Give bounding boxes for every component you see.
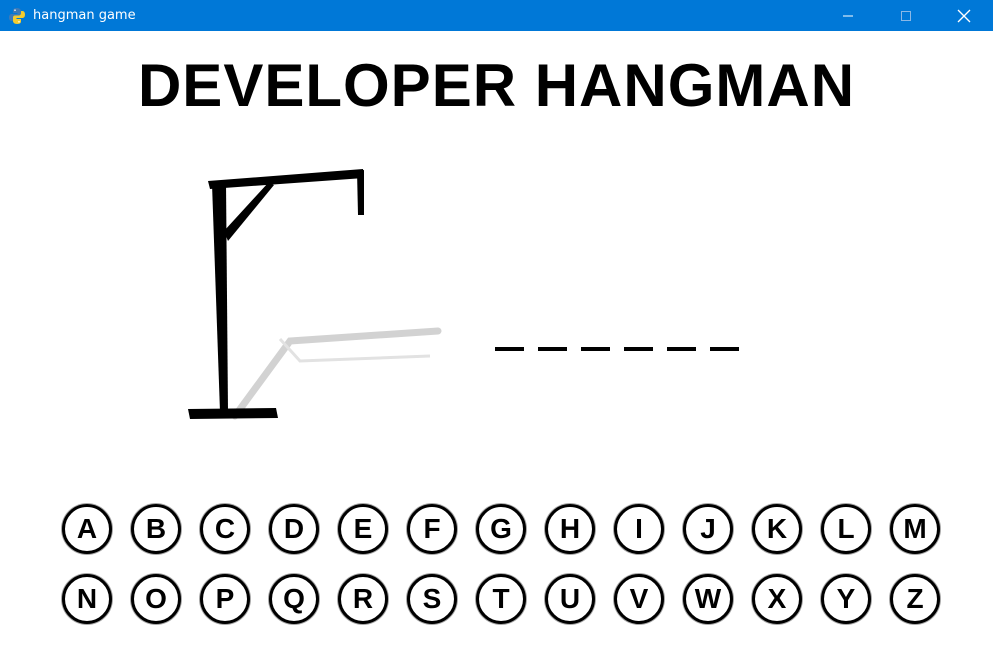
letter-row-1: A B C D E F G H I J K L M <box>62 504 942 556</box>
letter-button-o[interactable]: O <box>131 574 181 624</box>
letter-button-p[interactable]: P <box>200 574 250 624</box>
letter-button-c[interactable]: C <box>200 504 250 554</box>
letter-button-e[interactable]: E <box>338 504 388 554</box>
letter-slot <box>710 311 739 351</box>
letter-button-v[interactable]: V <box>614 574 664 624</box>
letter-row-2: N O P Q R S T U V W X Y Z <box>62 574 942 626</box>
close-icon <box>957 9 971 22</box>
letter-slot <box>581 311 610 351</box>
letter-button-y[interactable]: Y <box>821 574 871 624</box>
letter-slot <box>667 311 696 351</box>
letter-button-s[interactable]: S <box>407 574 457 624</box>
letter-button-i[interactable]: I <box>614 504 664 554</box>
letter-slot <box>538 311 567 351</box>
minimize-button[interactable] <box>819 0 877 31</box>
letter-button-q[interactable]: Q <box>269 574 319 624</box>
close-button[interactable] <box>935 0 993 31</box>
letter-button-r[interactable]: R <box>338 574 388 624</box>
letter-button-n[interactable]: N <box>62 574 112 624</box>
window-controls <box>819 0 993 31</box>
maximize-icon <box>901 10 911 21</box>
letter-button-m[interactable]: M <box>890 504 940 554</box>
game-title: DEVELOPER HANGMAN <box>137 52 856 119</box>
letter-button-j[interactable]: J <box>683 504 733 554</box>
letter-button-g[interactable]: G <box>476 504 526 554</box>
python-icon <box>9 7 25 24</box>
letter-button-b[interactable]: B <box>131 504 181 554</box>
gallows-image <box>188 169 442 420</box>
letter-button-w[interactable]: W <box>683 574 733 624</box>
letter-slot <box>495 311 524 351</box>
letter-button-z[interactable]: Z <box>890 574 940 624</box>
letter-button-l[interactable]: L <box>821 504 871 554</box>
letter-button-u[interactable]: U <box>545 574 595 624</box>
maximize-button[interactable] <box>877 0 935 31</box>
letter-slot <box>624 311 653 351</box>
letter-button-h[interactable]: H <box>545 504 595 554</box>
letter-button-x[interactable]: X <box>752 574 802 624</box>
letter-button-a[interactable]: A <box>62 504 112 554</box>
letter-button-f[interactable]: F <box>407 504 457 554</box>
word-display <box>495 311 739 351</box>
letter-button-d[interactable]: D <box>269 504 319 554</box>
title-bar[interactable]: hangman game <box>0 0 993 31</box>
letter-button-t[interactable]: T <box>476 574 526 624</box>
minimize-icon <box>843 15 853 16</box>
window-title: hangman game <box>33 8 136 23</box>
game-canvas: DEVELOPER HANGMAN A B <box>0 31 993 657</box>
letter-button-k[interactable]: K <box>752 504 802 554</box>
